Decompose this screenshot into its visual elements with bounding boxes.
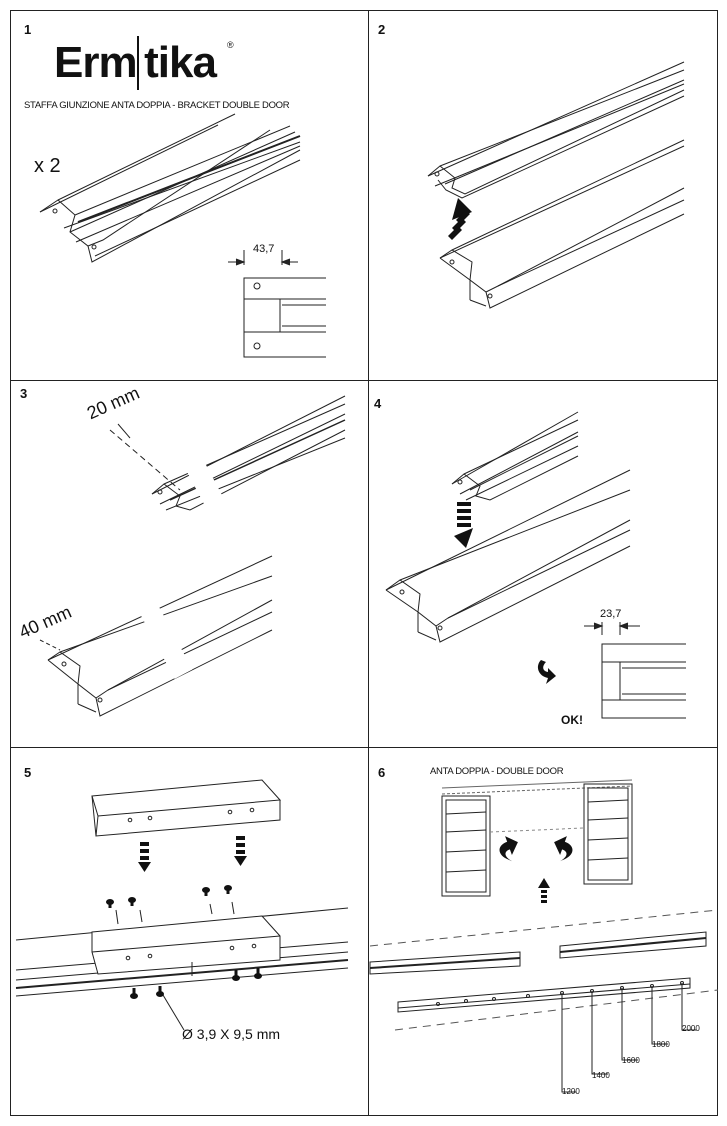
size-label-1600: 1600 bbox=[622, 1056, 640, 1065]
brand-name-right: tika bbox=[134, 38, 217, 88]
step-6-caption: ANTA DOPPIA - DOUBLE DOOR bbox=[430, 766, 564, 777]
screw-icon bbox=[106, 885, 262, 999]
brand-logo-bar bbox=[137, 36, 139, 90]
arrow-down-icon bbox=[234, 856, 247, 866]
step-number: 5 bbox=[24, 765, 32, 780]
size-label-1800: 1800 bbox=[652, 1040, 670, 1049]
door-leaf-right bbox=[583, 783, 633, 885]
registered-mark: ® bbox=[227, 40, 234, 50]
arrow-up-icon bbox=[452, 198, 472, 220]
rotate-arrow-icon bbox=[499, 836, 518, 862]
step-number: 4 bbox=[374, 396, 382, 411]
grid-divider-row2 bbox=[10, 747, 718, 748]
rotate-arrow-icon bbox=[537, 660, 556, 684]
grid-divider-row1 bbox=[10, 380, 718, 381]
dimension-label: 43,7 bbox=[253, 243, 275, 255]
ok-label: OK! bbox=[561, 713, 583, 727]
step-number: 3 bbox=[20, 386, 28, 401]
brand-name-left: Erm bbox=[54, 38, 138, 87]
dimension-label: 23,7 bbox=[600, 608, 622, 620]
brand-name-tail: tika bbox=[144, 38, 217, 87]
size-label-2000: 2000 bbox=[682, 1024, 700, 1033]
step-number: 1 bbox=[24, 22, 32, 37]
arrow-up-icon bbox=[538, 878, 550, 888]
step-number: 2 bbox=[378, 22, 386, 37]
quantity-label: x 2 bbox=[34, 155, 61, 177]
rotate-arrow-icon bbox=[554, 836, 573, 862]
door-leaf-left bbox=[441, 795, 491, 897]
step-number: 6 bbox=[378, 765, 386, 780]
step-1-caption: STAFFA GIUNZIONE ANTA DOPPIA - BRACKET D… bbox=[24, 100, 290, 111]
size-label-1400: 1400 bbox=[592, 1071, 610, 1080]
panel-grid bbox=[10, 10, 718, 1116]
arrow-down-icon bbox=[138, 862, 151, 872]
size-label-1200: 1200 bbox=[562, 1087, 580, 1096]
grid-divider-vertical bbox=[368, 10, 369, 1116]
screw-spec-label: Ø 3,9 X 9,5 mm bbox=[182, 1026, 281, 1042]
arrow-down-icon bbox=[454, 528, 473, 548]
